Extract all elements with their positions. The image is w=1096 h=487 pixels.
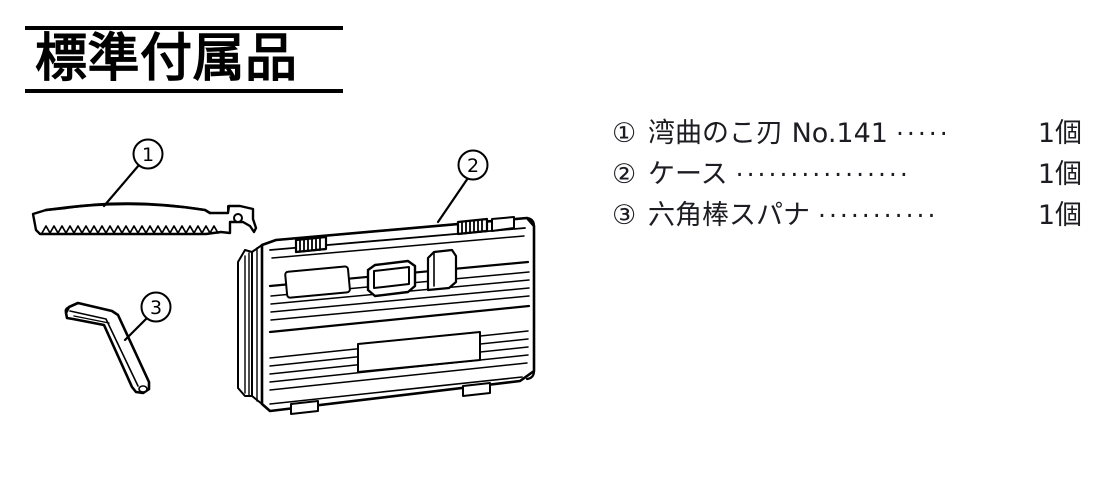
parts-list: ① 湾曲のこ刃 No.141 ····· 1個 ② ケース ··········…	[612, 113, 1082, 236]
callout-leader-2	[436, 176, 470, 224]
part-index: ③	[612, 200, 637, 231]
callout-leader-3	[123, 315, 150, 342]
part-label: 湾曲のこ刃 No.141	[648, 118, 888, 149]
list-item: ③ 六角棒スパナ ··········· 1個	[612, 195, 1082, 236]
part-label: 六角棒スパナ	[648, 200, 810, 231]
case-latch-left	[294, 235, 328, 254]
carrying-case-drawing	[237, 216, 536, 415]
list-item: ② ケース ················ 1個	[612, 154, 1082, 195]
title-rule-bottom	[25, 89, 343, 94]
case-latch-right	[456, 217, 489, 236]
callout-circle-2	[457, 149, 489, 181]
saw-blade-drawing	[31, 202, 258, 236]
callout-number-2: 2	[467, 155, 479, 177]
title-rule-top	[25, 26, 343, 30]
part-quantity: 1個	[1037, 118, 1082, 149]
callout-number-1: 1	[142, 144, 154, 166]
callout-circle-1	[132, 138, 164, 170]
part-quantity: 1個	[1037, 200, 1082, 231]
part-index: ①	[612, 118, 637, 149]
callout-number-3: 3	[150, 297, 162, 319]
part-leader-dots: ·····	[895, 119, 951, 148]
part-leader-dots: ···········	[818, 201, 939, 230]
accessories-illustration: 1 2 3	[31, 138, 536, 415]
hex-wrench-drawing	[64, 301, 151, 395]
part-label: ケース	[648, 159, 728, 190]
part-index: ②	[612, 159, 637, 190]
part-quantity: 1個	[1037, 159, 1082, 190]
list-item: ① 湾曲のこ刃 No.141 ····· 1個	[612, 113, 1082, 154]
callout-circle-3	[140, 291, 172, 323]
part-leader-dots: ················	[735, 160, 911, 189]
callout-leader-1	[102, 163, 141, 208]
page-title: 標準付属品	[35, 29, 298, 89]
page-title-block: 標準付属品	[25, 26, 343, 94]
